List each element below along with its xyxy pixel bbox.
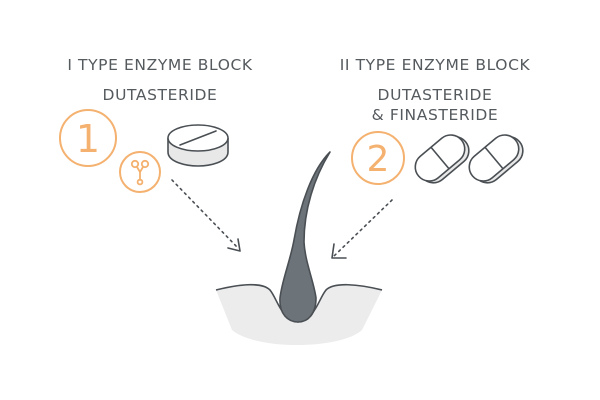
right-drug-label-line1: DUTASTERIDE [377, 86, 493, 104]
number-two-text: 2 [367, 139, 390, 180]
right-drug-label-line2: & FINASTERIDE [371, 106, 499, 124]
number-one-badge: 1 [59, 109, 117, 167]
left-heading: I TYPE ENZYME BLOCK [67, 56, 253, 74]
number-two-badge: 2 [351, 131, 405, 185]
right-heading: II TYPE ENZYME BLOCK [339, 56, 531, 74]
left-drug-label: DUTASTERIDE [102, 86, 218, 104]
round-tablet-icon [167, 124, 229, 167]
right-dotted-arrow [331, 199, 393, 259]
hair-follicle-icon [279, 151, 331, 323]
number-one-text: 1 [76, 117, 100, 161]
capsule-tablet-icon [414, 134, 524, 184]
enzyme-icon [119, 151, 161, 193]
left-dotted-arrow [171, 179, 241, 252]
